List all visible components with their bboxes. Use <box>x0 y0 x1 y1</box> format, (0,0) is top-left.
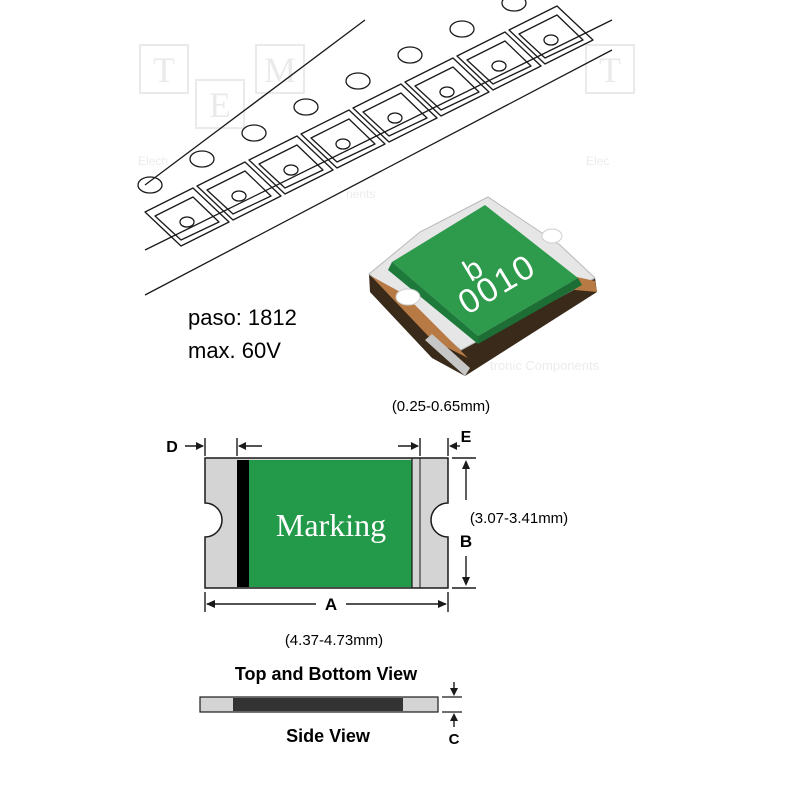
watermark-letter: T <box>153 50 175 90</box>
tape-pocket <box>248 135 334 195</box>
side-view-drawing <box>199 682 462 727</box>
tape-pocket <box>144 187 230 247</box>
tape-sprocket-hole <box>449 20 475 38</box>
tape-sprocket-hole <box>345 72 371 90</box>
tape-sprocket-hole <box>189 150 215 168</box>
watermark-text: Elech <box>138 154 168 168</box>
tape-pocket <box>352 83 438 143</box>
tape-pocket <box>196 161 282 221</box>
marking-label: Marking <box>276 507 386 543</box>
top-bottom-view-caption: Top and Bottom View <box>235 664 418 684</box>
watermark-letter: E <box>209 85 231 125</box>
watermark-text: Elec <box>586 154 609 168</box>
dim-label-b: B <box>460 532 472 551</box>
polarity-band <box>237 460 249 587</box>
tape-sprocket-hole <box>241 124 267 142</box>
carrier-tape <box>137 0 613 296</box>
fuse-chip: b 0010 <box>368 196 597 376</box>
tape-sprocket-hole <box>501 0 527 12</box>
dim-label-a: A <box>325 595 337 614</box>
dim-label-e: E <box>461 429 472 446</box>
tape-sprocket-hole <box>293 98 319 116</box>
dim-range-a: (4.37-4.73mm) <box>285 632 383 649</box>
watermark: T M E T Elech nents Elec tronic Componen… <box>138 44 635 373</box>
tape-pocket <box>300 109 386 169</box>
dim-range-b: (3.07-3.41mm) <box>470 510 568 527</box>
marking-area <box>249 460 412 587</box>
watermark-text: tronic Components <box>490 358 600 373</box>
tape-pocket <box>456 31 542 91</box>
tape-sprocket-hole <box>397 46 423 64</box>
voltage-label: max. 60V <box>188 338 281 363</box>
tape-pocket <box>508 5 594 65</box>
top-view-drawing: Marking <box>204 457 449 589</box>
side-view-caption: Side View <box>286 726 371 746</box>
tape-pocket <box>404 57 490 117</box>
watermark-text: nents <box>346 187 375 201</box>
watermark-letter: T <box>599 50 621 90</box>
tape-sprocket-hole <box>137 176 163 194</box>
dim-label-d: D <box>166 439 178 456</box>
pitch-label: paso: 1812 <box>188 305 297 330</box>
dim-range-e: (0.25-0.65mm) <box>392 398 490 415</box>
dimension-lines <box>185 438 476 612</box>
dim-label-c: C <box>449 731 460 748</box>
